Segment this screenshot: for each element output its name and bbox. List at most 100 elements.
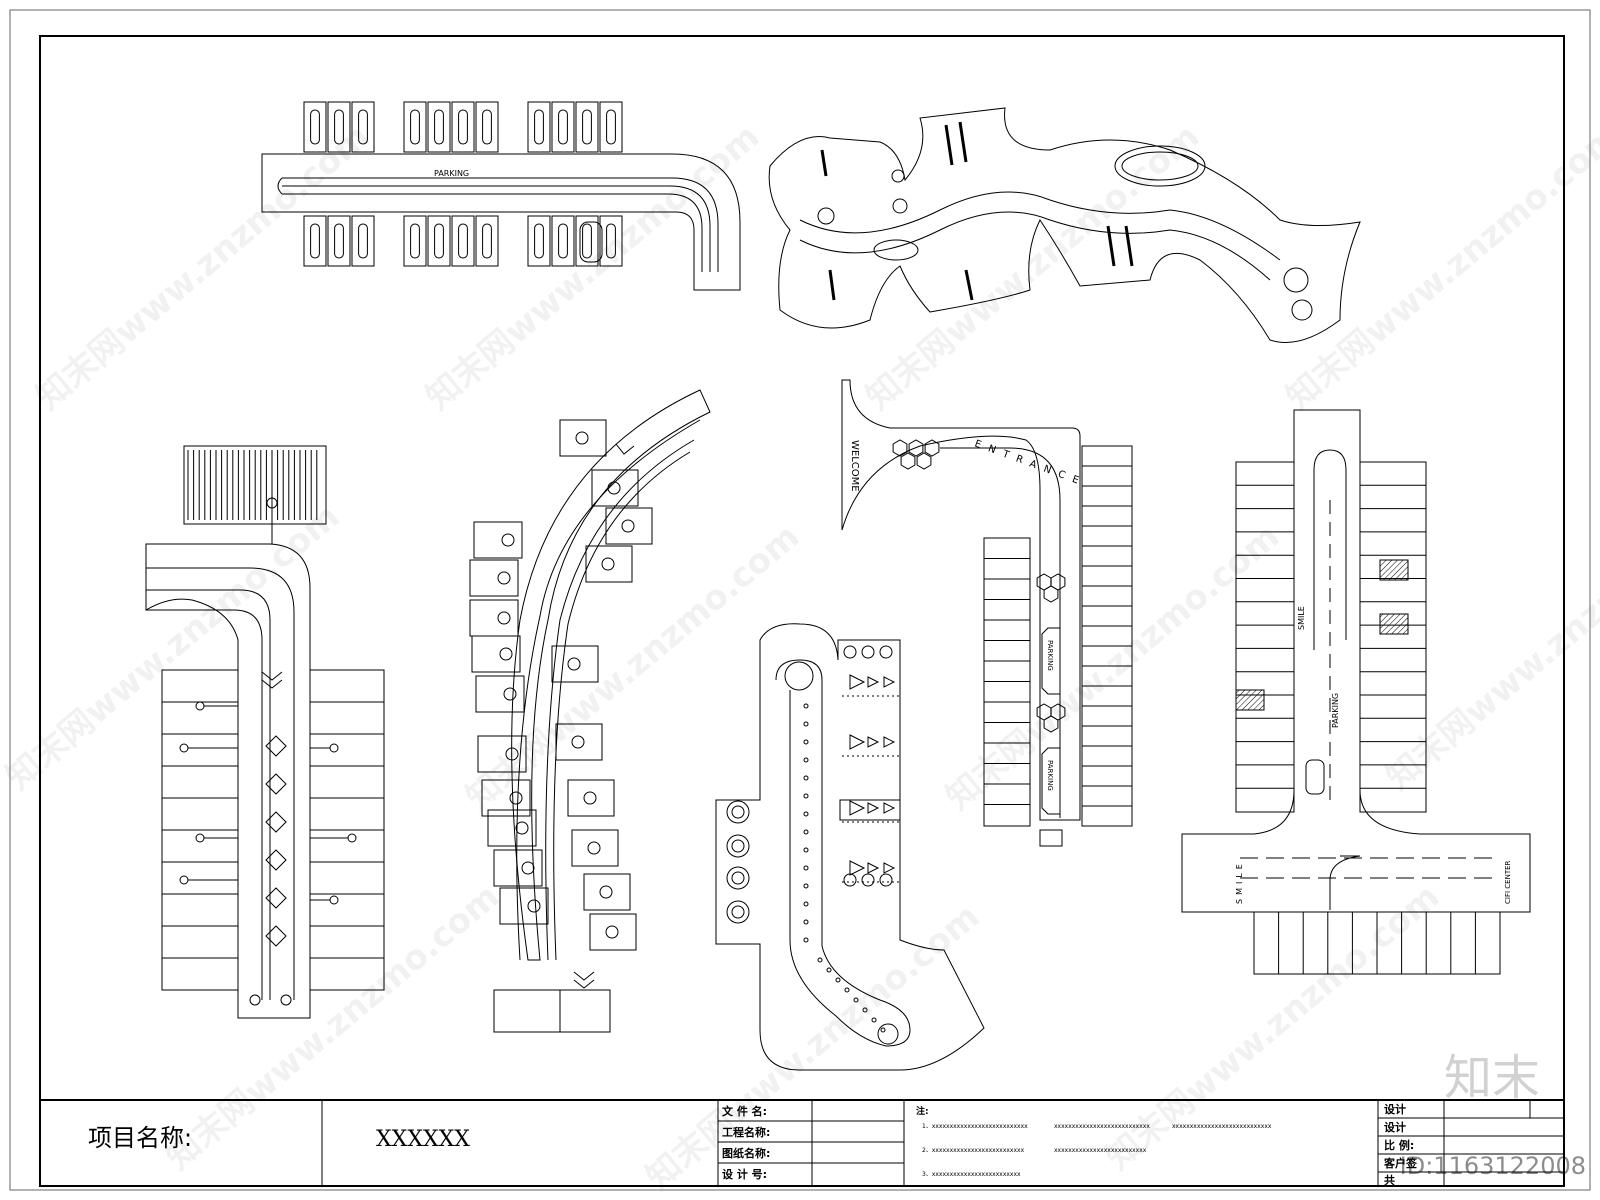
parking-cell [475,675,525,713]
note-3: 3、xxxxxxxxxxxxxxxxxxxxxxxxx [922,1171,1021,1178]
flower-icon [509,791,523,805]
wheel-stop [329,895,339,905]
bollard-circle [726,866,750,890]
hatched-stall [1379,613,1409,635]
path-dot [853,997,859,1003]
watermark-logo: 知末 [1443,1050,1540,1106]
hatched-stall [1235,689,1265,711]
parking-stall [351,101,375,153]
parking-stall [451,101,475,153]
parking-stall [527,101,551,153]
outer-border [9,9,1591,1191]
path-dot [803,901,809,907]
parking-stall-mark [434,223,444,259]
scale-label: 比 例: [1384,1138,1414,1152]
parking-cell [551,645,599,683]
parking-cell [589,913,637,951]
parking-stall-mark [310,223,320,259]
bollard-circle [726,834,750,858]
parking-stall [427,101,451,153]
parking-stall-mark [534,223,544,259]
parking-cell [585,545,633,583]
right-design-label: 设计 [1384,1102,1406,1116]
bollard-circle [879,873,893,887]
plan7-smile-bottom: SMILE [1235,860,1244,904]
arrow-triangle [867,736,880,748]
diamond-mark [265,773,287,795]
design-number-label: 设 计 号: [722,1167,767,1181]
total-label: 共 [1384,1173,1395,1187]
parking-plan-6: WELCOME ENTRANCE PARKING PARKING [841,379,1133,847]
parking-stall [303,215,327,267]
parking-stall [303,101,327,153]
plan7-center-label: CIFI CENTER [1504,860,1512,904]
arrow-triangle [883,802,896,814]
flower-icon [505,747,519,761]
parking-cell [493,849,543,887]
path-dot [803,811,809,817]
flower-icon [503,687,517,701]
parking-cell [559,419,607,457]
parking-cell [605,507,653,545]
bollard-circle [843,645,857,659]
project-name-label: 项目名称: [88,1124,192,1152]
hexagon-mark [900,452,916,470]
drawing-frame [39,35,1565,1187]
diamond-mark [265,811,287,833]
flower-icon [567,657,581,671]
diamond-mark [265,735,287,757]
right-design-label-b: 设计 [1384,1120,1406,1134]
drawing-title-label: 图纸名称: [722,1146,770,1160]
plan6-welcome-label: WELCOME [849,440,860,492]
parking-stall-mark [358,223,368,259]
bollard-circle [879,645,893,659]
wheel-stop [347,833,357,843]
parking-cell [591,469,639,507]
arrow-triangle [849,800,866,816]
hexagon-mark [924,439,940,457]
flower-icon [521,861,535,875]
stall-block [1081,445,1133,827]
bollard-inner [731,805,745,819]
parking-cell [469,599,519,637]
path-dot [803,847,809,853]
parking-stall-mark [458,109,468,145]
bollard-inner [731,871,745,885]
parking-stall [327,215,351,267]
plan7-parking-label: PARKING [1331,693,1340,728]
wheel-stop [179,875,189,885]
parking-plan-3 [145,445,385,1019]
flower-icon [583,791,597,805]
parking-stall-mark [534,109,544,145]
arrow-triangle [867,802,880,814]
flower-icon [607,481,621,495]
bollard-circle [726,900,750,924]
parking-stall [351,215,375,267]
parking-stall [599,101,623,153]
path-dot [817,957,823,963]
path-dot [803,757,809,763]
wheel-stop [179,743,189,753]
parking-stall [575,215,599,267]
parking-stall-mark [558,109,568,145]
parking-stall-mark [434,109,444,145]
hexagon-mark [1043,585,1059,603]
parking-stall [403,101,427,153]
parking-stall-mark [482,223,492,259]
plan6-parking-label-a: PARKING [1046,640,1054,671]
flower-icon [571,735,585,749]
arrow-triangle [867,862,880,874]
path-dot [835,977,841,983]
arrow-triangle [883,676,896,688]
parking-stall [327,101,351,153]
parking-cell [473,521,523,559]
parking-stall-mark [410,109,420,145]
path-dot [803,739,809,745]
hexagon-mark [1043,715,1059,733]
path-dot [862,1007,868,1013]
flower-icon [601,557,615,571]
path-dot [844,987,850,993]
bollard-circle [726,800,750,824]
path-dot [803,883,809,889]
